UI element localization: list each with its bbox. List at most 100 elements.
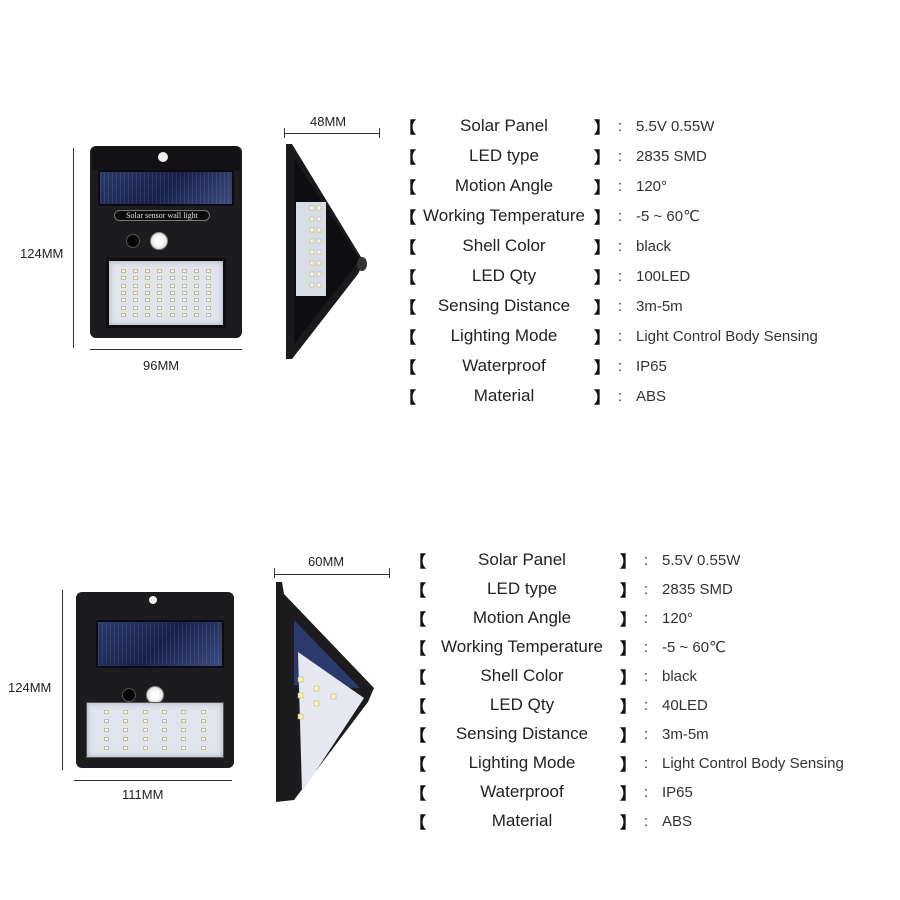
separator: : [643, 551, 649, 569]
spec-label: Shell Color [462, 236, 546, 255]
separator: : [617, 237, 623, 255]
spec-label: Lighting Mode [450, 326, 558, 345]
separator: : [617, 297, 623, 315]
width-dimension-label: 111MM [122, 787, 164, 802]
separator: : [617, 327, 623, 345]
spec-label: Motion Angle [472, 608, 572, 627]
open-bracket: 【 [410, 581, 427, 600]
spec-value: ABS [636, 387, 667, 405]
spec-value: -5 ~ 60℃ [662, 639, 726, 656]
led-chip [132, 290, 138, 295]
led-chip [120, 305, 126, 310]
spec-value: 5.5V 0.55W [636, 117, 715, 135]
spec-label: Waterproof [480, 782, 564, 801]
led-chip [194, 268, 200, 273]
led-chip [200, 746, 206, 751]
close-bracket: 】 [620, 726, 637, 745]
spec-label: Material [491, 811, 553, 830]
close-bracket: 】 [620, 784, 637, 803]
close-bracket: 】 [594, 388, 611, 407]
spec-label: LED Qty [471, 266, 537, 285]
spec-label: Shell Color [480, 666, 564, 685]
led-chip [120, 268, 126, 273]
led-chip [132, 305, 138, 310]
spec-row: 【LED type】:2835 SMD [410, 577, 733, 601]
led-chip [181, 718, 187, 723]
led-chip [181, 709, 187, 714]
product-name-badge: Solar sensor wall light [114, 210, 210, 221]
close-bracket: 】 [620, 697, 637, 716]
height-dimension-line [62, 590, 63, 770]
spec-value: -5 ~ 60℃ [636, 208, 700, 225]
spec-row: 【Waterproof】:IP65 [410, 780, 693, 804]
close-bracket: 】 [620, 581, 637, 600]
spec-value: 3m-5m [662, 725, 709, 743]
depth-tick-left [274, 568, 275, 578]
led-chip [206, 283, 212, 288]
led-chip [157, 305, 163, 310]
led-chip [132, 276, 138, 281]
spec-row: 【LED Qty】:40LED [410, 693, 708, 717]
led-chip [181, 290, 187, 295]
spec-value: ABS [662, 812, 693, 830]
led-chip [181, 313, 187, 318]
open-bracket: 【 [410, 610, 427, 629]
spec-value: Light Control Body Sensing [636, 327, 818, 345]
spec-value: 120° [636, 177, 668, 195]
led-chip [181, 298, 187, 303]
led-chip [206, 305, 212, 310]
led-chip [104, 709, 110, 714]
led-chip [181, 283, 187, 288]
led-chip [169, 268, 175, 273]
side-view-image-1 [286, 144, 367, 359]
spec-row: 【Lighting Mode】:Light Control Body Sensi… [400, 324, 818, 348]
close-bracket: 】 [594, 208, 611, 227]
power-switch [122, 688, 136, 702]
spec-value: IP65 [636, 357, 667, 375]
led-chip [120, 290, 126, 295]
led-chip [142, 727, 148, 732]
separator: : [643, 580, 649, 598]
separator: : [643, 667, 649, 685]
height-dimension-label: 124MM [20, 246, 64, 261]
led-chip [120, 313, 126, 318]
led-chip [132, 268, 138, 273]
separator: : [643, 638, 649, 656]
spec-label: Working Temperature [423, 206, 585, 225]
led-chip [142, 718, 148, 723]
open-bracket: 【 [400, 268, 417, 287]
spec-row: 【Shell Color】:black [400, 234, 671, 258]
led-chip [194, 276, 200, 281]
spec-label: LED Qty [489, 695, 555, 714]
mount-hole [149, 596, 157, 604]
height-dimension-line [73, 148, 74, 348]
led-chip [145, 298, 151, 303]
side-view-image-2 [276, 582, 374, 802]
led-chip [123, 718, 129, 723]
led-chip [123, 746, 129, 751]
spec-label: Motion Angle [454, 176, 554, 195]
open-bracket: 【 [400, 178, 417, 197]
depth-tick-right [389, 568, 390, 578]
separator: : [617, 117, 623, 135]
led-chip [104, 737, 110, 742]
front-view-image-2 [76, 592, 234, 768]
open-bracket: 【 [410, 784, 427, 803]
led-chip [181, 276, 187, 281]
led-chip [142, 709, 148, 714]
led-chip [169, 276, 175, 281]
spec-value: 2835 SMD [662, 580, 733, 598]
spec-label: Solar Panel [460, 116, 548, 135]
spec-row: 【Working Temperature】:-5 ~ 60℃ [410, 635, 726, 659]
spec-value: Light Control Body Sensing [662, 754, 844, 772]
led-chip [145, 283, 151, 288]
led-panel [86, 702, 224, 758]
led-chip [104, 746, 110, 751]
spec-label: Sensing Distance [437, 296, 571, 315]
led-chip [104, 727, 110, 732]
separator: : [617, 207, 623, 225]
depth-tick-right [379, 128, 380, 138]
led-chip [181, 746, 187, 751]
led-chip [157, 283, 163, 288]
close-bracket: 】 [594, 148, 611, 167]
